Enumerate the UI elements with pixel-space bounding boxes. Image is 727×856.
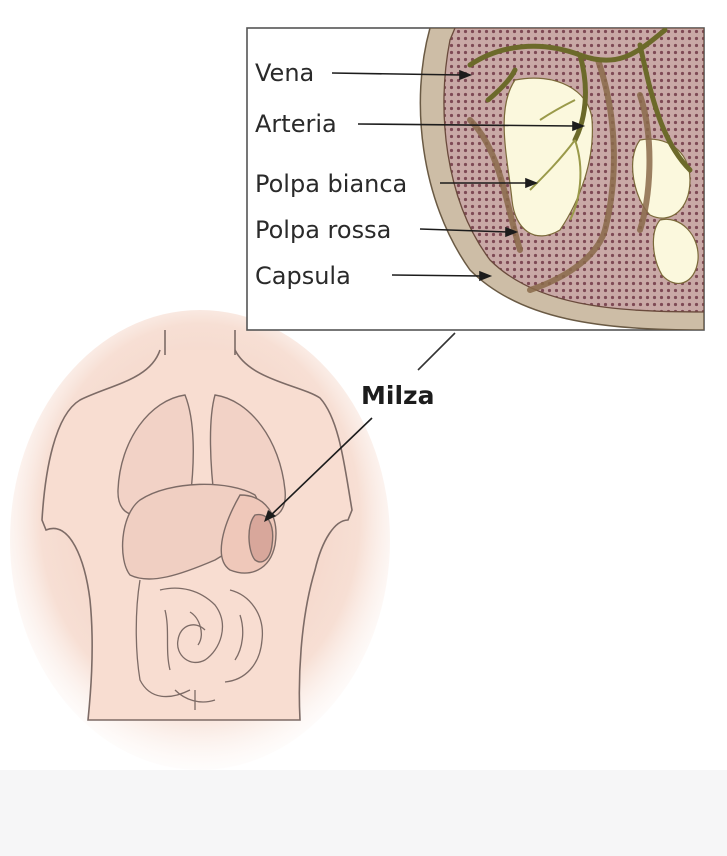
torso-illustration (10, 310, 390, 770)
label-polpa-rossa: Polpa rossa (255, 216, 392, 244)
label-arteria: Arteria (255, 110, 337, 138)
bottom-margin (0, 770, 727, 856)
label-milza: Milza (361, 381, 435, 410)
label-polpa-bianca: Polpa bianca (255, 170, 408, 198)
liver (121, 483, 259, 580)
vessels (467, 28, 693, 173)
polpa-bianca-region (503, 77, 593, 237)
spleen (248, 513, 274, 563)
milza-pointer (264, 417, 373, 522)
inset-panel (246, 27, 705, 331)
label-vena: Vena (255, 59, 315, 87)
inset-connector (417, 332, 456, 371)
intestines (135, 579, 264, 710)
label-pointers (331, 69, 586, 282)
label-capsula: Capsula (255, 262, 351, 290)
